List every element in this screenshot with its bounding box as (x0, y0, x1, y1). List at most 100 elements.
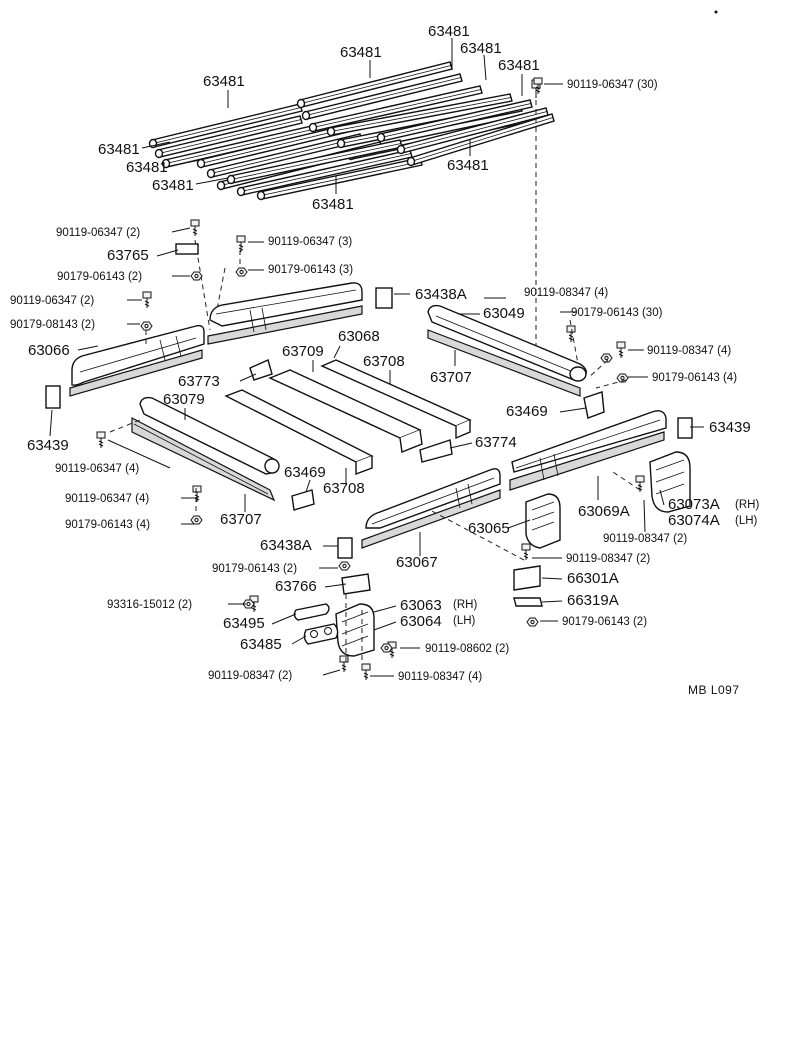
callout-63707: 63707 (220, 511, 262, 528)
bolt-icon (236, 235, 246, 252)
plate-66319a (513, 597, 543, 607)
slat-63481 (301, 73, 463, 121)
callout-63079: 63079 (163, 391, 205, 408)
callout-63481: 63481 (447, 157, 489, 174)
callout-66301a: 66301A (567, 570, 619, 587)
leader-line (169, 159, 201, 167)
callout-lh: (LH) (453, 615, 476, 627)
bolt-icon (96, 431, 106, 448)
callout-93316-15012-2: 93316-15012 (2) (107, 599, 192, 611)
nut-icon (380, 643, 393, 653)
leader-line (324, 583, 347, 588)
callout-63481: 63481 (126, 159, 168, 176)
bracket-63773 (249, 359, 273, 381)
rail-63068 (207, 282, 363, 345)
callout-63074a: 63074A (668, 512, 720, 529)
rail-63067 (361, 468, 501, 549)
spacer-63495 (293, 603, 330, 621)
leader-lines (49, 38, 704, 677)
cap-63439-right (677, 417, 693, 439)
bolt-icon (521, 543, 531, 560)
leader-line (156, 249, 179, 257)
callout-63063: 63063 (400, 597, 442, 614)
bolt-icon (190, 219, 200, 236)
callout-90179-08143-2: 90179-08143 (2) (10, 319, 95, 331)
slat-63481 (326, 93, 513, 137)
callout-63481: 63481 (498, 57, 540, 74)
callout-63066: 63066 (28, 342, 70, 359)
crossmember-63708-lower (224, 389, 374, 476)
callout-63439-right: 63439 (709, 419, 751, 436)
leader-line (643, 499, 646, 533)
alignment-line (595, 379, 627, 389)
nut-icon (242, 599, 255, 609)
crossmember-63708-upper (320, 359, 472, 440)
callout-63049: 63049 (483, 305, 525, 322)
callout-63073a: 63073A (668, 496, 720, 513)
nut-icon (526, 617, 539, 627)
bolt-icon (566, 325, 576, 342)
callout-66319a: 66319A (567, 592, 619, 609)
guard-63073a-63074a (649, 451, 691, 513)
callout-63069a: 63069A (578, 503, 630, 520)
callout-90119-08602-2: 90119-08602 (2) (425, 643, 509, 655)
callout-63068: 63068 (338, 328, 380, 345)
callout-90119-06347-30: 90119-06347 (30) (567, 79, 658, 91)
nut-icon (190, 515, 203, 525)
callout-90179-06143-3: 90179-06143 (3) (268, 264, 353, 276)
roof-slats-group (148, 61, 555, 201)
callout-90119-06347-2: 90119-06347 (2) (10, 295, 94, 307)
bracket-63774 (419, 439, 453, 463)
bracket-63766 (341, 573, 371, 595)
callout-90179-06143-2: 90179-06143 (2) (57, 271, 142, 283)
callout-90179-06143-30: 90179-06143 (30) (571, 307, 663, 319)
callout-63481: 63481 (428, 23, 470, 40)
callout-63469: 63469 (284, 464, 326, 481)
leader-line (322, 669, 341, 676)
callout-90119-08347-4: 90119-08347 (4) (647, 345, 731, 357)
rail-63049 (427, 304, 587, 397)
callout-63065: 63065 (468, 520, 510, 537)
spacer-63485 (303, 623, 339, 645)
leader-line (483, 54, 487, 81)
callout-90119-08347-2: 90119-08347 (2) (208, 670, 292, 682)
bolt-icon (635, 475, 645, 492)
callout-63774: 63774 (475, 434, 517, 451)
nut-icon (235, 267, 248, 277)
leader-line (239, 373, 257, 382)
figure-reference: MB L097 (688, 683, 740, 697)
callout-63707: 63707 (430, 369, 472, 386)
callout-90119-08347-4: 90119-08347 (4) (524, 287, 608, 299)
bolt-icon (533, 77, 543, 94)
leader-line (507, 519, 531, 529)
bolt-icon (616, 341, 626, 358)
callout-63708: 63708 (363, 353, 405, 370)
leader-line (77, 345, 99, 351)
alignment-line (194, 239, 211, 331)
nut-icon (190, 271, 203, 281)
nut-icon (140, 321, 153, 331)
slat-63481 (154, 115, 303, 159)
slat-63481 (308, 85, 483, 133)
callout-63438a: 63438A (415, 286, 467, 303)
leader-line (305, 479, 311, 493)
bracket-63469-upper (583, 391, 605, 419)
cap-63438a-lower (337, 537, 353, 559)
rail-63079 (131, 396, 280, 502)
leader-line (195, 177, 229, 185)
leader-line (107, 439, 171, 469)
alignment-line (587, 359, 609, 379)
callout-63481: 63481 (152, 177, 194, 194)
callout-90119-06347-3: 90119-06347 (3) (268, 236, 352, 248)
callout-63485: 63485 (240, 636, 282, 653)
bolt-icon (361, 663, 371, 680)
guard-63063-63064 (335, 603, 375, 657)
leader-line (559, 407, 587, 413)
leader-line (171, 227, 191, 233)
leader-line (271, 613, 297, 625)
callout-63709: 63709 (282, 343, 324, 360)
bracket-63469-lower (291, 489, 315, 511)
callout-63773: 63773 (178, 373, 220, 390)
callout-90119-08347-4: 90119-08347 (4) (398, 671, 482, 683)
